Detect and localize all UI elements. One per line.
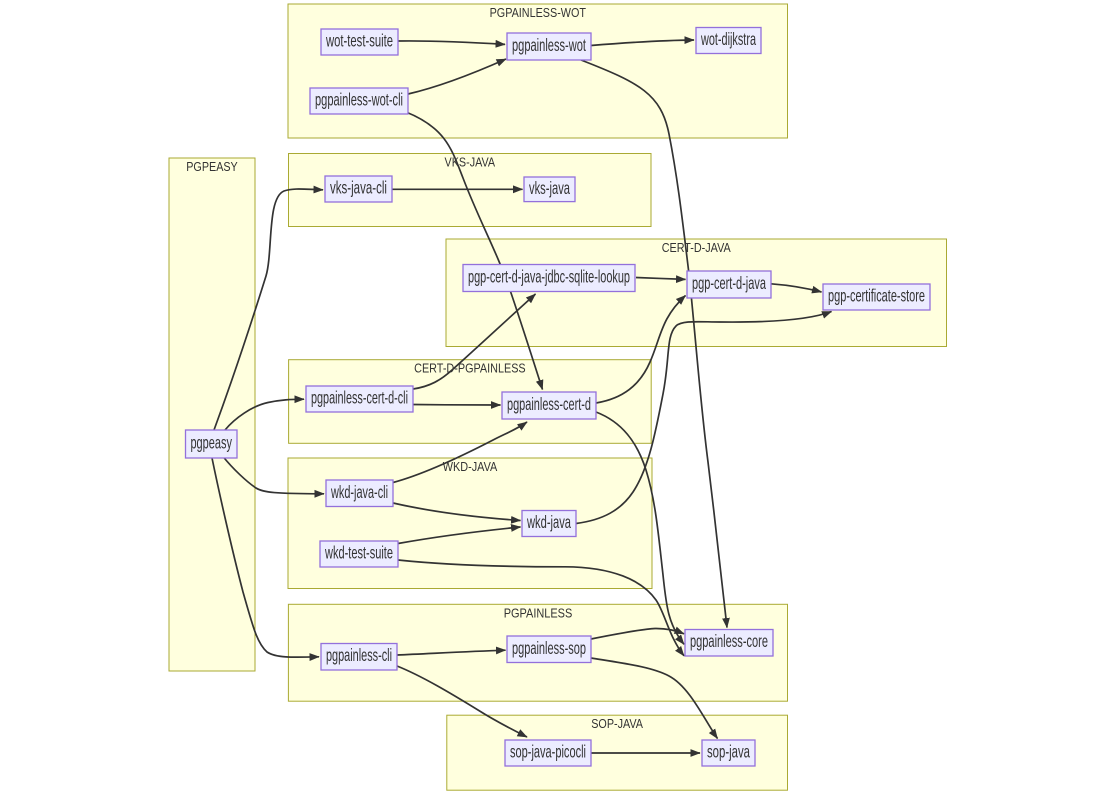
svg-text:wkd-java: wkd-java [526,512,571,532]
svg-text:PGPAINLESS: PGPAINLESS [504,605,573,620]
svg-text:WKD-JAVA: WKD-JAVA [443,459,498,474]
svg-text:pgpainless-wot: pgpainless-wot [512,35,586,55]
svg-text:vks-java: vks-java [529,178,570,198]
svg-text:pgp-certificate-store: pgp-certificate-store [828,286,925,306]
svg-text:pgpeasy: pgpeasy [190,433,232,453]
svg-text:sop-java: sop-java [707,742,750,762]
svg-text:CERT-D-JAVA: CERT-D-JAVA [662,240,731,255]
svg-text:vks-java-cli: vks-java-cli [330,178,387,198]
svg-text:pgpainless-core: pgpainless-core [690,631,768,651]
svg-text:pgpainless-cert-d: pgpainless-cert-d [507,394,591,414]
svg-text:wkd-test-suite: wkd-test-suite [324,543,393,563]
svg-text:SOP-JAVA: SOP-JAVA [591,716,643,731]
svg-text:pgpainless-wot-cli: pgpainless-wot-cli [315,90,403,110]
svg-text:PGPEASY: PGPEASY [186,159,238,174]
svg-text:pgpainless-cli: pgpainless-cli [326,645,392,665]
svg-text:wot-test-suite: wot-test-suite [325,31,393,51]
svg-text:pgpainless-sop: pgpainless-sop [512,638,586,658]
svg-text:wkd-java-cli: wkd-java-cli [330,482,388,502]
svg-text:VKS-JAVA: VKS-JAVA [445,155,496,170]
svg-text:PGPAINLESS-WOT: PGPAINLESS-WOT [490,5,586,20]
svg-text:sop-java-picocli: sop-java-picocli [510,742,586,762]
svg-text:wot-dijkstra: wot-dijkstra [700,29,756,49]
svg-text:pgp-cert-d-java-jdbc-sqlite-lo: pgp-cert-d-java-jdbc-sqlite-lookup [468,267,630,287]
svg-text:pgp-cert-d-java: pgp-cert-d-java [692,273,766,293]
svg-text:CERT-D-PGPAINLESS: CERT-D-PGPAINLESS [414,361,526,376]
svg-text:pgpainless-cert-d-cli: pgpainless-cert-d-cli [311,388,408,408]
